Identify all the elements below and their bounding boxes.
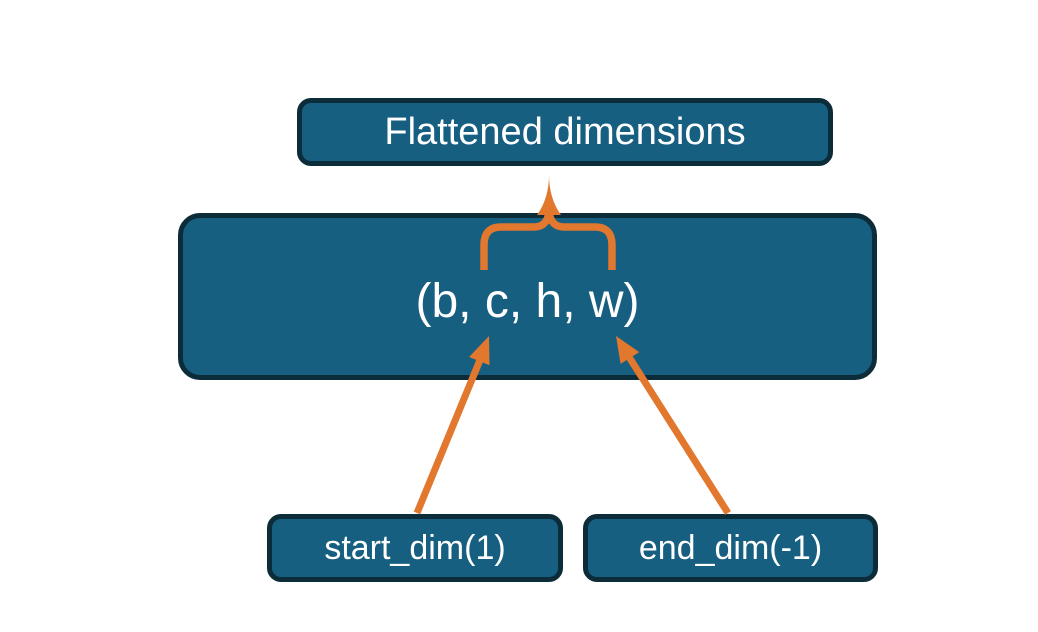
- node-end-dim-label: end_dim(-1): [638, 528, 823, 567]
- end-dim-arrow-shaft: [626, 355, 731, 515]
- brace-stem-icon: [537, 175, 561, 215]
- node-tensor-shape: (b, c, h, w): [178, 213, 877, 380]
- node-start-dim-label: start_dim(1): [324, 528, 506, 567]
- node-end-dim: end_dim(-1): [583, 514, 878, 582]
- node-flattened-dimensions: Flattened dimensions: [297, 98, 833, 166]
- node-flattened-dimensions-label: Flattened dimensions: [384, 110, 746, 153]
- start-dim-arrow-shaft: [413, 358, 484, 515]
- node-tensor-shape-label: (b, c, h, w): [415, 275, 640, 328]
- node-start-dim: start_dim(1): [267, 514, 563, 582]
